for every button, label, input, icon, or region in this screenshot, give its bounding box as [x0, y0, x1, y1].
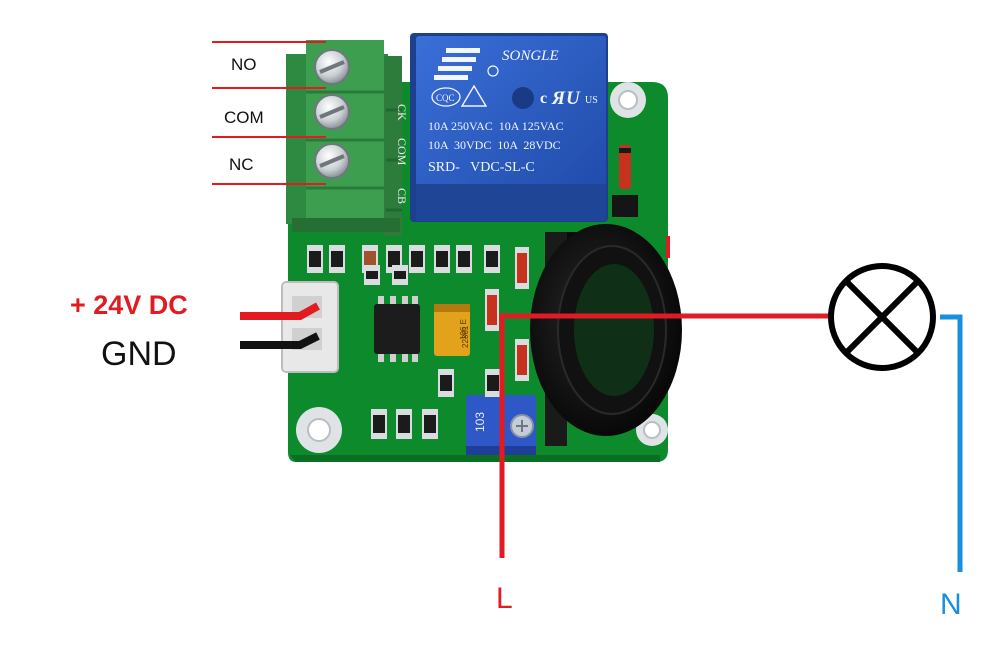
smd-component [456, 245, 472, 273]
terminal-label-com: COM [224, 108, 264, 127]
smd-components [307, 245, 529, 439]
svg-text:CQC: CQC [436, 93, 455, 103]
ul-mark: c Я U US [540, 88, 598, 109]
mounting-hole-top-right [610, 82, 646, 118]
mounting-hole-bottom-left [296, 407, 342, 453]
current-transformer [530, 224, 682, 446]
silkscreen-com: COM [395, 138, 409, 166]
relay-brand: SONGLE [502, 48, 559, 64]
power-connector [281, 281, 339, 373]
smd-component [485, 289, 499, 331]
smd-component [438, 369, 454, 397]
smd-component [329, 245, 345, 273]
power-wires [240, 302, 320, 349]
svg-text:103: 103 [473, 412, 487, 432]
smd-component [364, 265, 380, 285]
svg-text:22361: 22361 [461, 325, 470, 348]
warning-triangle-icon [460, 84, 488, 107]
smd-component [392, 265, 408, 285]
smd-component [422, 409, 438, 439]
ic-chip [374, 296, 420, 362]
relay-registered-mark [487, 65, 499, 77]
terminal-label-nc: NC [229, 155, 254, 174]
relay-cap-circle [512, 87, 534, 109]
transistor [612, 195, 638, 217]
power-ground-label: GND [101, 335, 177, 373]
live-wire [499, 313, 830, 558]
smd-component [371, 409, 387, 439]
tantalum-capacitor: 106 E 22361 [434, 304, 470, 356]
cqc-mark: CQC [431, 87, 461, 107]
mounting-hole-bottom-right [636, 414, 668, 446]
live-wire-label: L [496, 582, 513, 615]
silkscreen-cb: CB [395, 188, 409, 204]
screw-icon [314, 143, 350, 179]
diode [619, 145, 631, 189]
neutral-wire-label: N [940, 588, 962, 621]
svg-text:c: c [540, 90, 547, 107]
screw-icon [314, 94, 350, 130]
silkscreen-ck: CK [395, 104, 409, 121]
smd-component [515, 339, 529, 381]
smd-component [434, 245, 450, 273]
screw-icon [314, 49, 350, 85]
smd-component [485, 369, 501, 397]
smd-component [396, 409, 412, 439]
relay-rating-line-1: 10A 250VAC 10A 125VAC [428, 119, 564, 133]
svg-text:Я: Я [551, 88, 566, 109]
smd-component [515, 247, 529, 289]
pcb-board-shadow [290, 455, 660, 462]
smd-component [307, 245, 323, 273]
svg-text:106 E: 106 E [459, 319, 468, 340]
lamp-icon [828, 263, 936, 371]
relay-model: SRD- VDC-SL-C [428, 160, 535, 175]
relay-brand-logo [434, 48, 480, 80]
svg-text:U: U [566, 88, 581, 109]
relay: SONGLE CQC c Я U US 10A 250VAC 10A 125VA… [410, 33, 608, 222]
smd-component [409, 245, 425, 273]
svg-text:US: US [585, 95, 598, 106]
terminal-label-no: NO [231, 55, 257, 74]
power-positive-label: + 24V DC [70, 290, 188, 320]
neutral-wire [940, 314, 963, 572]
relay-rating-line-2: 10A 30VDC 10A 28VDC [428, 138, 561, 152]
smd-component [484, 245, 500, 273]
